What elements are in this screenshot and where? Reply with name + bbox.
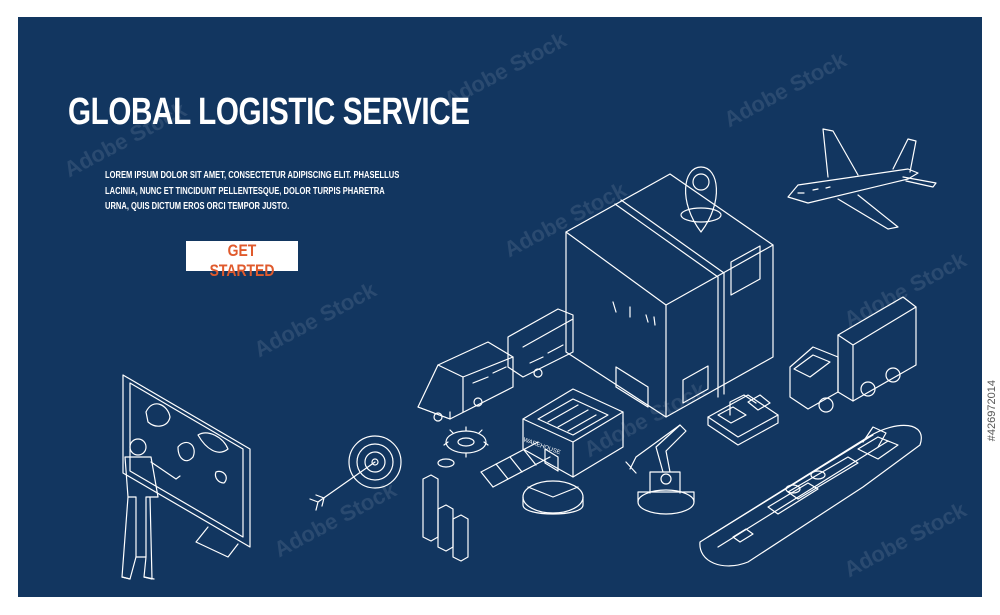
monitor-world-map-icon bbox=[123, 375, 250, 557]
cargo-ship-icon bbox=[700, 425, 921, 566]
bar-chart-icon bbox=[423, 475, 468, 561]
get-started-button[interactable]: GET STARTED bbox=[186, 241, 298, 280]
train-icon bbox=[418, 309, 573, 421]
page-title: GLOBAL LOGISTIC SERVICE bbox=[68, 91, 470, 133]
gear-icon bbox=[438, 427, 488, 467]
pie-chart-icon bbox=[523, 481, 583, 514]
robot-arm-icon bbox=[626, 425, 694, 514]
warehouse-icon bbox=[523, 389, 623, 477]
stock-id: #426972014 bbox=[986, 380, 998, 442]
logistics-illustration: WAREHOUSE bbox=[18, 17, 982, 597]
get-started-label: GET STARTED bbox=[209, 241, 275, 280]
conveyor-belt bbox=[481, 442, 550, 487]
airplane-icon bbox=[788, 129, 936, 229]
location-pin-icon bbox=[681, 167, 721, 232]
businessman-icon bbox=[122, 439, 180, 579]
pallet-icon bbox=[708, 395, 778, 445]
parcel-box-icon bbox=[566, 174, 773, 417]
target-icon bbox=[310, 436, 401, 510]
hero-description: LOREM IPSUM DOLOR SIT AMET, CONSECTETUR … bbox=[105, 169, 400, 212]
hero-banner: WAREHOUSE bbox=[18, 17, 982, 597]
truck-icon bbox=[790, 297, 916, 412]
